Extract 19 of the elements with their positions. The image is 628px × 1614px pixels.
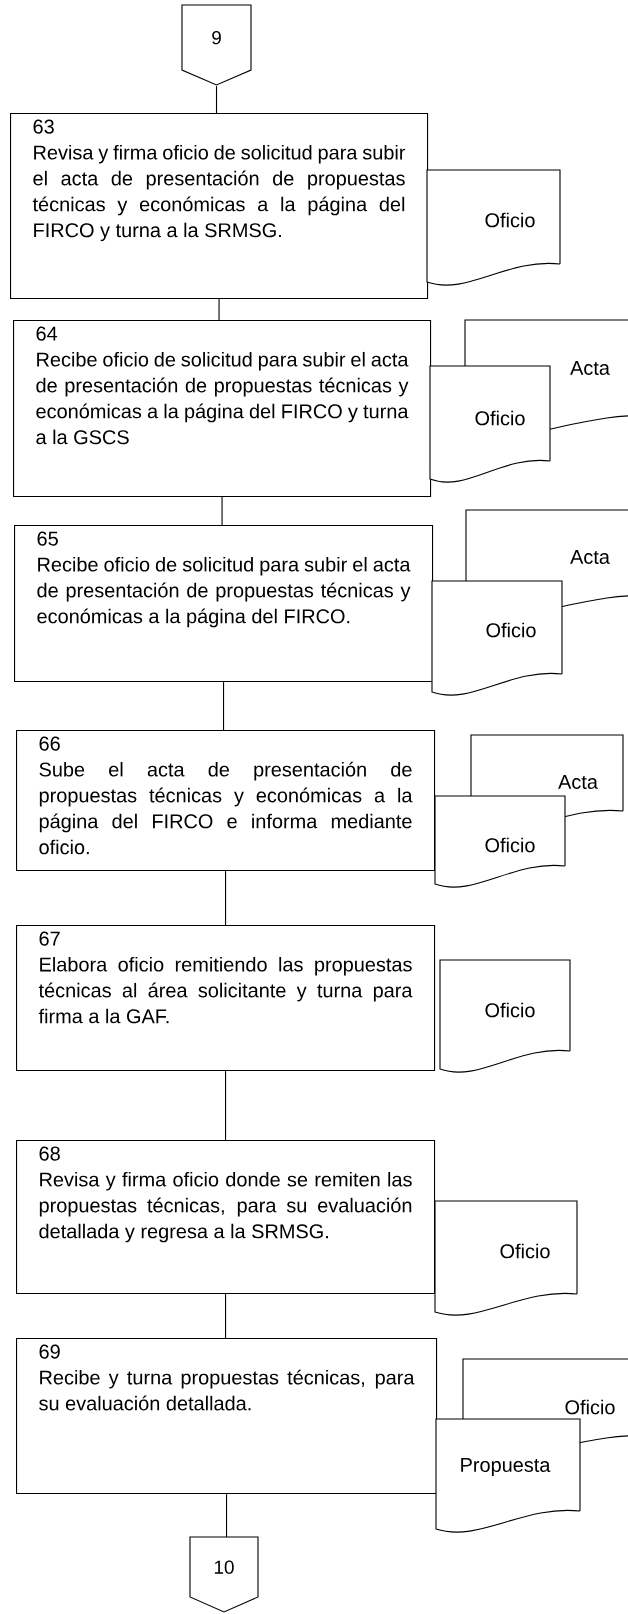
document-shape: Oficio: [434, 1200, 578, 1316]
document-shape: Propuesta: [435, 1418, 581, 1533]
connector-line: [225, 1293, 227, 1339]
process-box: 69 Recibe y turna propuestas técnicas, para su evaluación detallada.: [16, 1338, 438, 1495]
document-shape: Oficio: [426, 169, 561, 286]
connector-line: [221, 496, 223, 526]
connector-line: [218, 298, 220, 321]
document-shape: Oficio: [439, 959, 571, 1073]
off-page-connector: 10: [189, 1536, 259, 1613]
connector-line: [215, 85, 218, 114]
process-box: 67 Elabora oficio remitiendo las propuestas técnicas al área solicitante y turna para firma a la GAF.: [16, 925, 436, 1072]
connector-line: [226, 1493, 228, 1538]
document-shape: Oficio: [429, 365, 551, 483]
document-shape: Oficio: [434, 795, 566, 888]
off-page-connector: 9: [181, 4, 252, 86]
connector-line: [225, 870, 227, 926]
connector-line: [223, 681, 225, 731]
connector-line: [225, 1070, 227, 1141]
document-shape: Oficio: [431, 580, 563, 696]
